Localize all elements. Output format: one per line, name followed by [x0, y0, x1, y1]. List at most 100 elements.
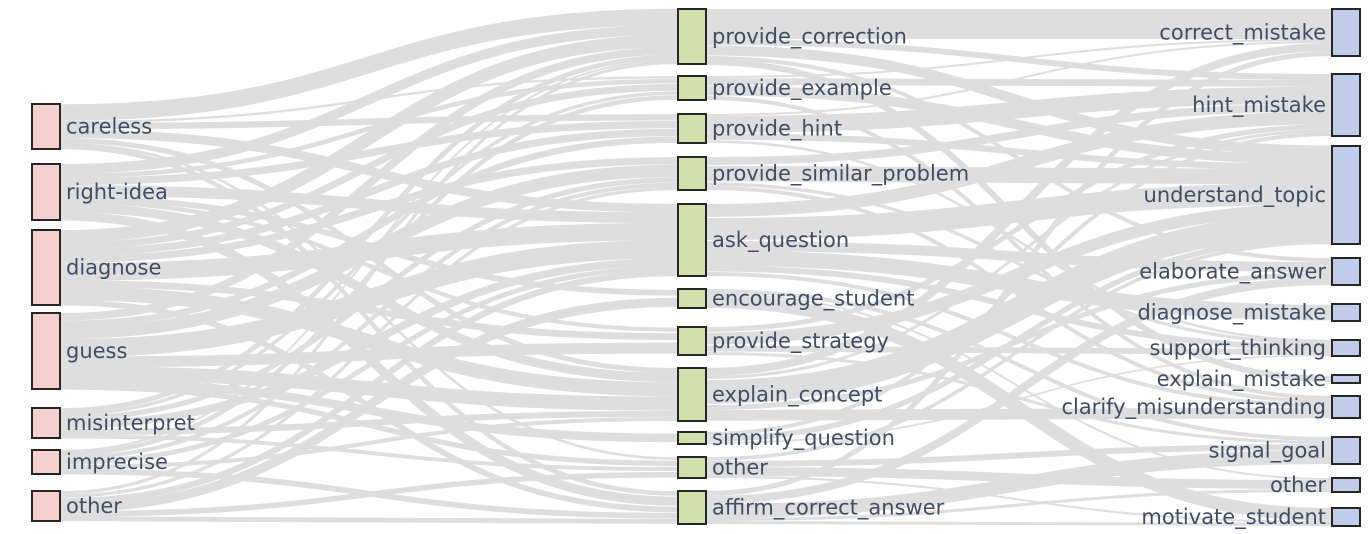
node-rect-provide_hint[interactable]	[677, 113, 707, 144]
sankey-link	[59, 186, 679, 498]
sankey-link	[59, 8, 679, 121]
node-label-careless: careless	[66, 115, 152, 139]
node-rect-other_mid[interactable]	[677, 456, 707, 479]
sankey-node-provide_correction[interactable]: provide_correction	[677, 8, 907, 65]
node-rect-provide_correction[interactable]	[677, 8, 707, 65]
sankey-node-diagnose_mistake[interactable]: diagnose_mistake	[1137, 301, 1361, 326]
sankey-node-explain_mistake[interactable]: explain_mistake	[1157, 367, 1361, 392]
node-label-provide_hint: provide_hint	[712, 117, 842, 142]
sankey-node-explain_concept[interactable]: explain_concept	[677, 367, 882, 422]
sankey-node-misinterpret[interactable]: misinterpret	[31, 407, 195, 439]
sankey-link	[705, 213, 1333, 404]
sankey-link	[59, 270, 679, 505]
sankey-node-imprecise[interactable]: imprecise	[31, 449, 168, 475]
sankey-link	[59, 516, 679, 524]
node-rect-support_thinking[interactable]	[1331, 339, 1361, 357]
sankey-node-right-idea[interactable]: right-idea	[31, 163, 168, 221]
sankey-node-understand_topic[interactable]: understand_topic	[1144, 145, 1361, 245]
sankey-node-ask_question[interactable]: ask_question	[677, 203, 849, 277]
node-rect-elaborate_answer[interactable]	[1331, 257, 1361, 286]
sankey-link	[59, 128, 679, 257]
node-rect-ask_question[interactable]	[677, 203, 707, 277]
sankey-link	[705, 407, 1333, 421]
sankey-node-provide_example[interactable]: provide_example	[677, 75, 892, 101]
node-rect-diagnose[interactable]	[31, 229, 61, 306]
sankey-link	[705, 103, 1333, 165]
sankey-node-support_thinking[interactable]: support_thinking	[1150, 336, 1361, 361]
node-label-hint_mistake: hint_mistake	[1192, 93, 1326, 118]
node-rect-motivate_student[interactable]	[1331, 507, 1361, 527]
node-label-provide_similar_problem: provide_similar_problem	[712, 162, 969, 187]
node-rect-correct_mistake[interactable]	[1331, 8, 1361, 57]
sankey-node-simplify_question[interactable]: simplify_question	[677, 426, 895, 451]
node-label-simplify_question: simplify_question	[712, 426, 895, 451]
node-rect-careless[interactable]	[31, 103, 61, 150]
node-rect-imprecise[interactable]	[31, 449, 61, 475]
sankey-link	[705, 78, 1333, 87]
sankey-link	[705, 489, 1333, 521]
node-rect-other_left[interactable]	[31, 490, 61, 522]
sankey-link	[705, 476, 1333, 523]
sankey-link	[705, 132, 1333, 436]
sankey-node-motivate_student[interactable]: motivate_student	[1141, 505, 1361, 530]
node-rect-right-idea[interactable]	[31, 163, 61, 221]
node-label-diagnose_mistake: diagnose_mistake	[1137, 301, 1326, 326]
sankey-link	[59, 297, 679, 513]
node-label-other_mid: other	[712, 456, 768, 480]
sankey-link	[705, 277, 1333, 504]
node-label-other_right: other	[1270, 473, 1326, 497]
sankey-link	[705, 352, 1333, 444]
node-rect-provide_example[interactable]	[677, 75, 707, 101]
node-label-right-idea: right-idea	[66, 180, 168, 204]
sankey-node-provide_strategy[interactable]: provide_strategy	[677, 326, 889, 356]
sankey-node-provide_similar_problem[interactable]: provide_similar_problem	[677, 156, 969, 191]
node-rect-guess[interactable]	[31, 312, 61, 390]
sankey-node-affirm_correct_answer[interactable]: affirm_correct_answer	[677, 490, 945, 525]
node-rect-clarify_misunderstanding[interactable]	[1331, 395, 1361, 419]
node-rect-signal_goal[interactable]	[1331, 436, 1361, 465]
sankey-link	[59, 46, 679, 321]
node-rect-simplify_question[interactable]	[677, 431, 707, 445]
sankey-node-careless[interactable]: careless	[31, 103, 152, 150]
node-label-support_thinking: support_thinking	[1150, 336, 1326, 361]
node-label-elaborate_answer: elaborate_answer	[1139, 260, 1326, 285]
node-rect-understand_topic[interactable]	[1331, 145, 1361, 245]
node-rect-other_right[interactable]	[1331, 477, 1361, 493]
sankey-link	[705, 182, 1333, 346]
sankey-node-hint_mistake[interactable]: hint_mistake	[1192, 73, 1361, 137]
node-label-provide_correction: provide_correction	[712, 25, 907, 50]
node-rect-affirm_correct_answer[interactable]	[677, 490, 707, 525]
node-rect-encourage_student[interactable]	[677, 288, 707, 309]
sankey-link	[705, 450, 1333, 518]
sankey-link	[705, 241, 1333, 272]
sankey-node-other_mid[interactable]: other	[677, 456, 768, 480]
sankey-node-other_left[interactable]: other	[31, 490, 122, 522]
sankey-link	[59, 61, 679, 495]
sankey-node-guess[interactable]: guess	[31, 312, 127, 390]
sankey-link	[705, 133, 1333, 171]
node-rect-explain_concept[interactable]	[677, 367, 707, 422]
node-rect-misinterpret[interactable]	[31, 407, 61, 439]
sankey-node-elaborate_answer[interactable]: elaborate_answer	[1139, 257, 1361, 286]
sankey-node-other_right[interactable]: other	[1270, 473, 1361, 497]
sankey-node-provide_hint[interactable]: provide_hint	[677, 113, 842, 144]
sankey-node-diagnose[interactable]: diagnose	[31, 229, 161, 306]
node-label-diagnose: diagnose	[66, 256, 161, 280]
sankey-link	[705, 41, 1333, 116]
node-rect-hint_mistake[interactable]	[1331, 73, 1361, 137]
node-rect-diagnose_mistake[interactable]	[1331, 303, 1361, 322]
sankey-node-clarify_misunderstanding[interactable]: clarify_misunderstanding	[1061, 395, 1361, 420]
sankey-link	[59, 434, 679, 472]
node-rect-explain_mistake[interactable]	[1331, 374, 1361, 384]
node-rect-provide_strategy[interactable]	[677, 326, 707, 356]
sankey-link	[59, 59, 679, 452]
sankey-node-correct_mistake[interactable]: correct_mistake	[1159, 8, 1361, 57]
node-rect-provide_similar_problem[interactable]	[677, 156, 707, 191]
sankey-node-signal_goal[interactable]: signal_goal	[1209, 436, 1361, 465]
node-label-clarify_misunderstanding: clarify_misunderstanding	[1061, 395, 1326, 420]
sankey-node-encourage_student[interactable]: encourage_student	[677, 287, 914, 312]
node-label-guess: guess	[66, 339, 127, 363]
sankey-link	[705, 85, 1333, 165]
sankey-link	[59, 24, 679, 174]
